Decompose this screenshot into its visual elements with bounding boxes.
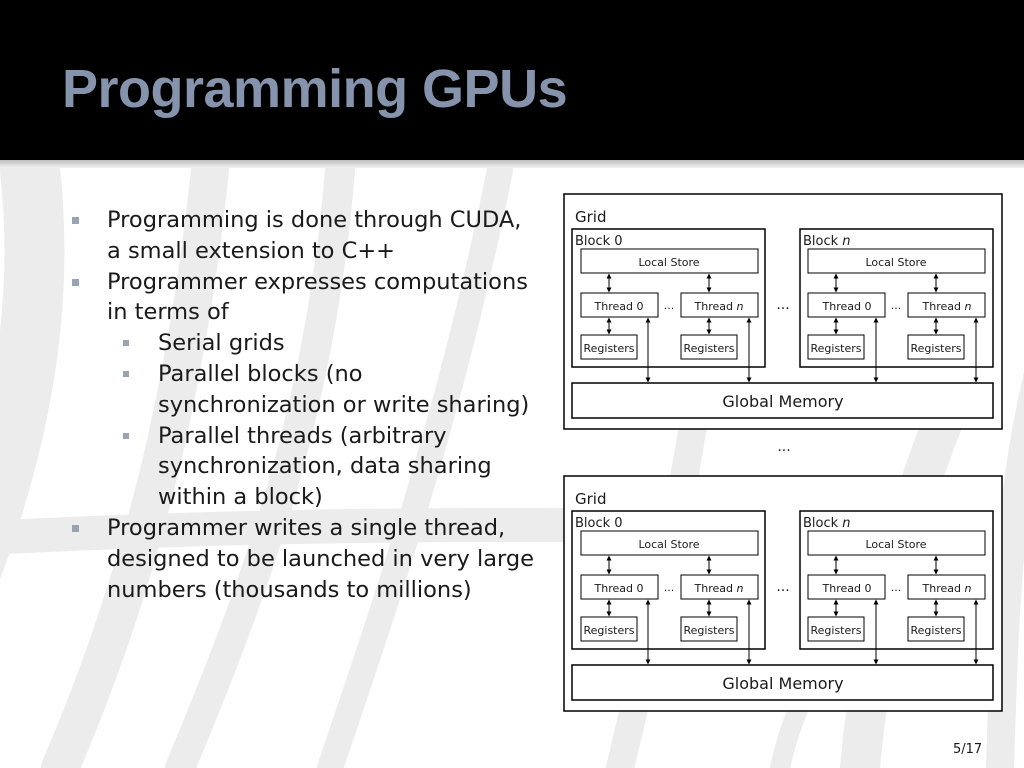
title-bar: Programming GPUs (0, 0, 1024, 160)
local-store-label: Local Store (865, 256, 926, 269)
sub-bullet-item: Parallel threads (arbitrary synchronizat… (123, 421, 542, 513)
square-bullet-icon (72, 524, 79, 532)
square-bullet-icon (123, 340, 129, 347)
thread-label: Thread n (694, 582, 744, 595)
ellipsis-label: ... (776, 579, 789, 595)
thread-label: Thread 0 (594, 300, 644, 313)
ellipsis-label: ... (664, 581, 675, 594)
registers-label: Registers (810, 342, 861, 355)
bullet-list: Programming is done through CUDA, a smal… (72, 205, 542, 605)
registers-label: Registers (583, 624, 634, 637)
local-store-label: Local Store (638, 256, 699, 269)
ellipsis-label: ... (891, 299, 902, 312)
grid-panel: Grid Block 0 Block n Local Store Local S… (564, 476, 1002, 711)
bullet-text: Programmer expresses computations in ter… (107, 268, 528, 326)
thread-label: Thread n (694, 300, 744, 313)
thread-label: Thread 0 (594, 582, 644, 595)
square-bullet-icon (72, 278, 79, 286)
thread-label: Thread 0 (822, 582, 872, 595)
global-memory-label: Global Memory (722, 674, 843, 693)
registers-label: Registers (910, 342, 961, 355)
slide-title: Programming GPUs (62, 59, 568, 119)
bullet-text: Programmer writes a single thread, desig… (107, 514, 534, 603)
bullet-text: Parallel blocks (no synchronization or w… (158, 360, 530, 418)
bullet-item: Programming is done through CUDA, a smal… (72, 205, 542, 267)
grid-panel: Grid Block 0 Block n Local Store Local S… (564, 194, 1002, 429)
bullet-item: Programmer writes a single thread, desig… (72, 513, 542, 605)
bullet-text: Serial grids (158, 330, 285, 357)
registers-label: Registers (683, 624, 734, 637)
registers-label: Registers (583, 342, 634, 355)
ellipsis-label: ... (776, 297, 789, 313)
ellipsis-label: ... (891, 581, 902, 594)
thread-label: Thread n (922, 582, 972, 595)
bullet-text: Programming is done through CUDA, a smal… (107, 207, 522, 264)
block-label: Block n (803, 234, 851, 249)
bullet-text: Parallel threads (arbitrary synchronizat… (158, 422, 492, 511)
header-divider (0, 160, 1024, 168)
square-bullet-icon (123, 370, 129, 377)
bullet-item: Programmer expresses computations in ter… (72, 267, 542, 329)
global-memory-label: Global Memory (722, 392, 843, 411)
grid-ellipsis: ... (777, 439, 790, 455)
grid-label: Grid (575, 208, 606, 226)
gpu-grid-diagram: Grid Block 0 Block n Local Store Local S… (563, 193, 1005, 713)
square-bullet-icon (72, 217, 79, 224)
block-label: Block 0 (575, 234, 623, 249)
block-label: Block 0 (575, 516, 623, 531)
page-number: 5/17 (953, 742, 983, 757)
square-bullet-icon (123, 432, 129, 439)
local-store-label: Local Store (638, 538, 699, 551)
thread-label: Thread n (922, 300, 972, 313)
registers-label: Registers (810, 624, 861, 637)
sub-bullet-item: Parallel blocks (no synchronization or w… (123, 359, 542, 421)
registers-label: Registers (910, 624, 961, 637)
sub-bullet-item: Serial grids (123, 328, 542, 359)
local-store-label: Local Store (865, 538, 926, 551)
block-label: Block n (803, 516, 851, 531)
registers-label: Registers (683, 342, 734, 355)
thread-label: Thread 0 (822, 300, 872, 313)
grid-label: Grid (575, 490, 606, 508)
ellipsis-label: ... (664, 299, 675, 312)
